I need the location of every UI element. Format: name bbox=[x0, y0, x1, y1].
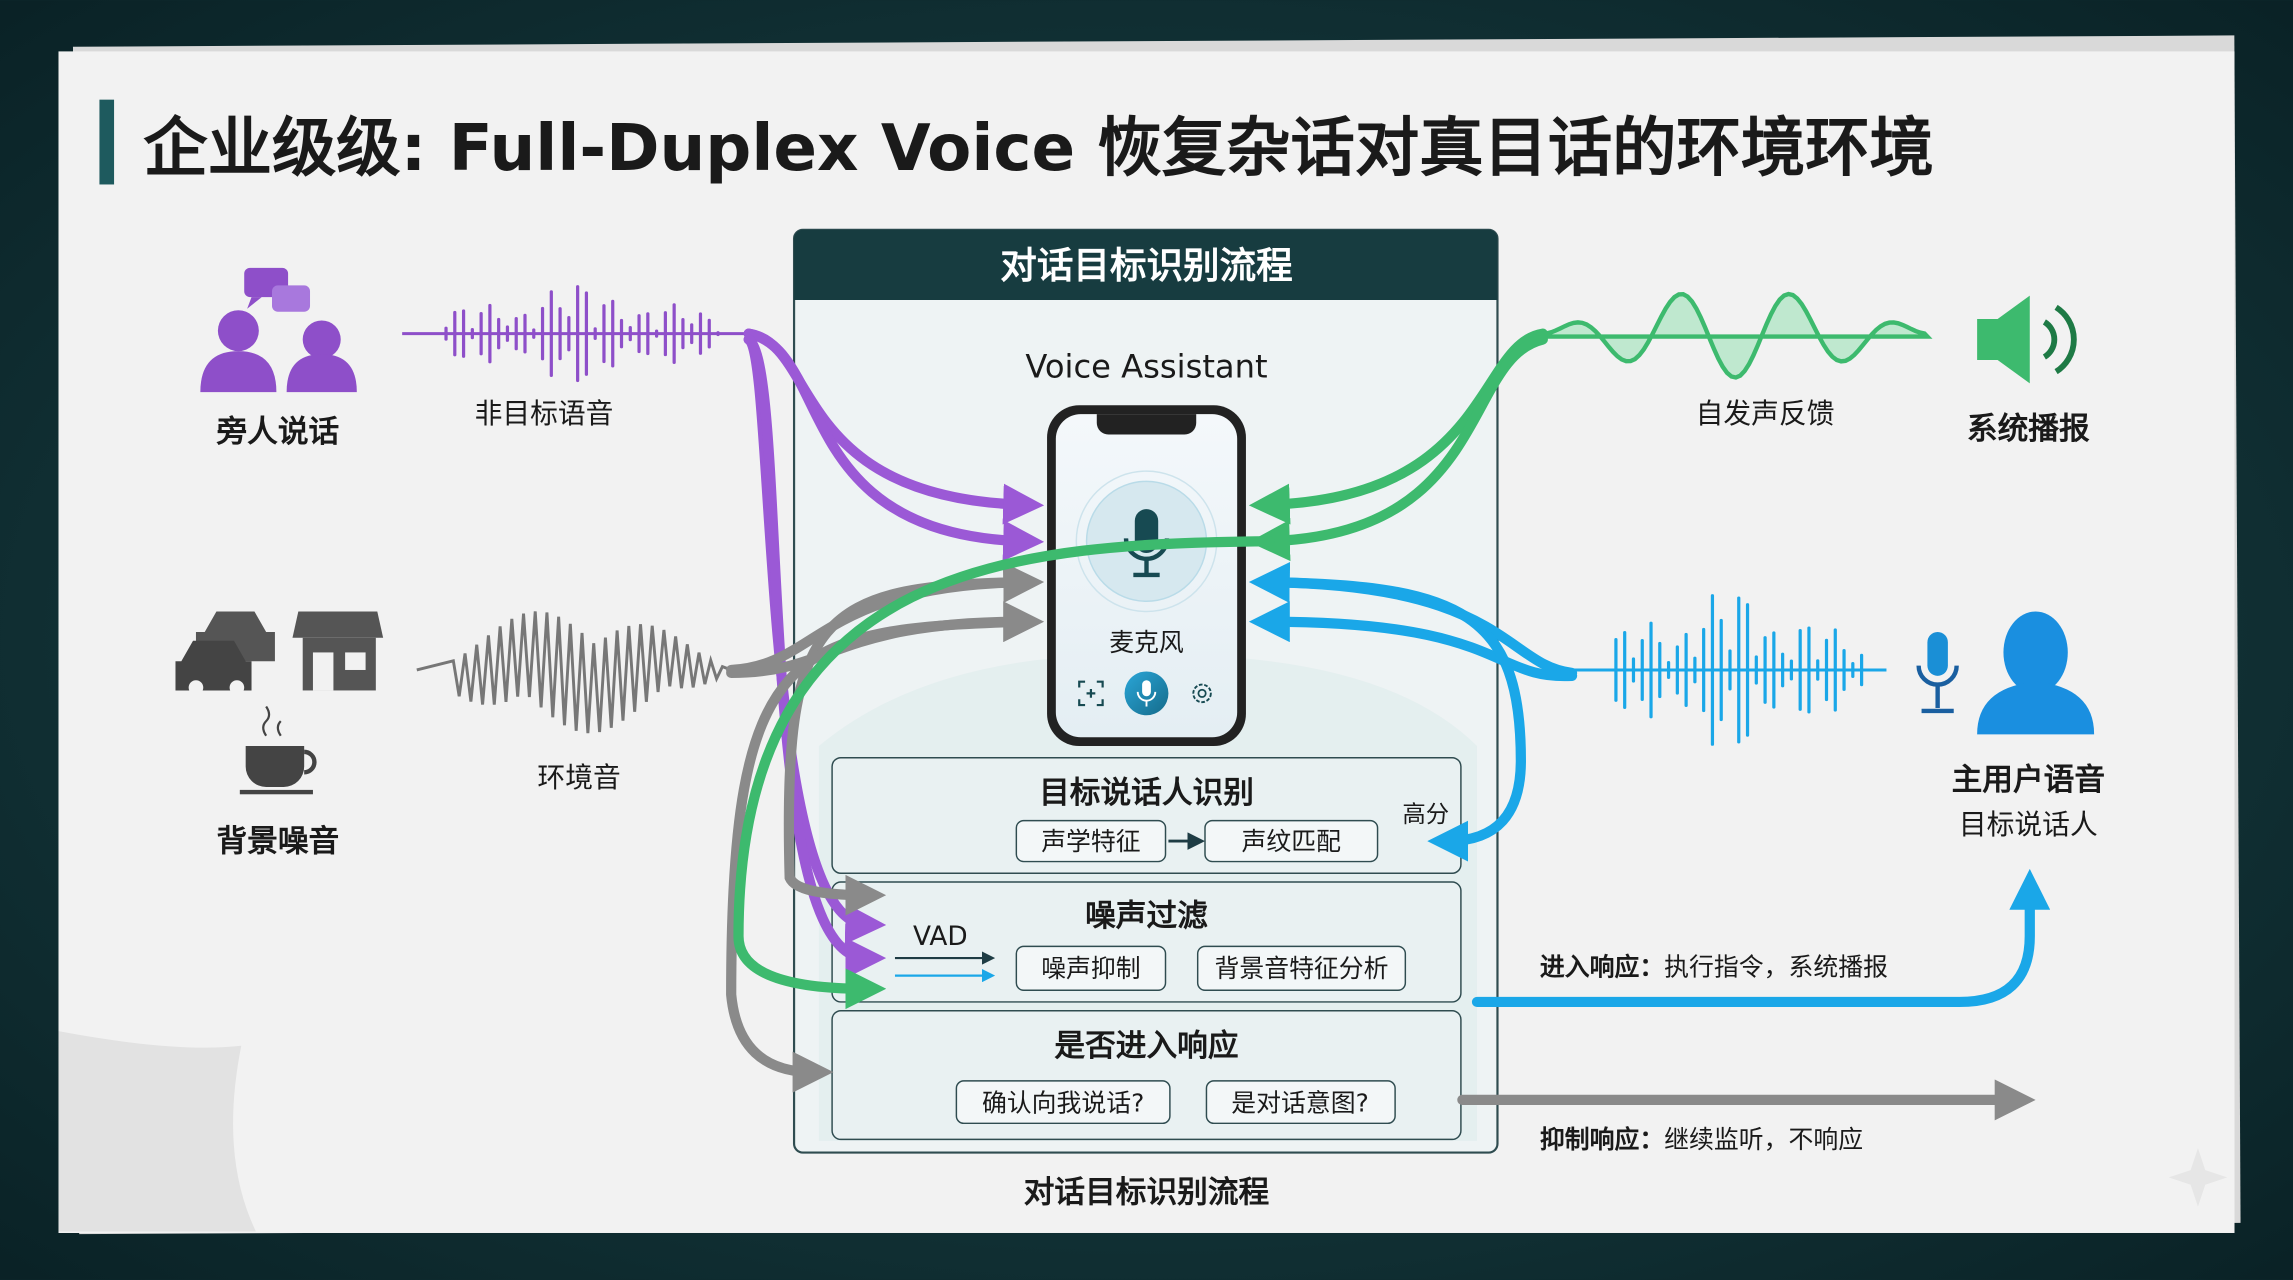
background-noise-label: 背景噪音 bbox=[216, 824, 339, 859]
stage-title: 是否进入响应 bbox=[1054, 1028, 1238, 1064]
non-target-speech-waveform bbox=[402, 285, 749, 383]
system-broadcast-label: 系统播报 bbox=[1967, 412, 2090, 447]
system-filter-arrow bbox=[733, 536, 1275, 1010]
phone-notch bbox=[1096, 414, 1197, 435]
title-accent-bar bbox=[99, 99, 115, 185]
speaker-icon bbox=[1977, 295, 2077, 384]
target-speaker-label: 目标说话人 bbox=[1959, 808, 2098, 841]
non-target-speech-label: 非目标语音 bbox=[475, 397, 614, 430]
main-user-label: 主用户语音 bbox=[1952, 763, 2105, 798]
stage-noise-filter: 噪声过滤 VAD 噪声抑制 背景音特征分析 bbox=[831, 881, 1462, 1003]
stage-item: 是对话意图? bbox=[1231, 1089, 1368, 1118]
voice-assistant-label: Voice Assistant bbox=[1025, 348, 1267, 386]
panel-header-title: 对话目标识别流程 bbox=[1000, 244, 1292, 287]
bystander-label: 旁人说话 bbox=[215, 414, 339, 450]
car-icon bbox=[175, 611, 275, 695]
noise-decision-arrow bbox=[726, 616, 1029, 1093]
self-echo-label: 自发声反馈 bbox=[1696, 397, 1835, 430]
waveforms bbox=[402, 285, 1933, 746]
stage-title: 噪声过滤 bbox=[1085, 899, 1208, 934]
process-panel-header bbox=[794, 229, 1498, 300]
page-title: 企业级级: Full-Duplex Voice 恢复杂话对真目话的环境环境 bbox=[143, 111, 1934, 186]
scan-icon[interactable] bbox=[1078, 680, 1104, 707]
accept-response-arrow bbox=[1471, 868, 2051, 1008]
bystander-people-icon bbox=[200, 267, 357, 393]
user-arrow bbox=[1248, 601, 1578, 682]
accept-response-text: 进入响应：执行指令，系统播报 bbox=[1540, 953, 1888, 982]
vad-label: VAD bbox=[913, 922, 968, 952]
ambient-noise-waveform bbox=[416, 611, 732, 734]
stage-item: 噪声抑制 bbox=[1041, 954, 1140, 983]
bystander-arrow bbox=[743, 328, 1045, 562]
record-mic-icon bbox=[1136, 680, 1157, 707]
coffee-cup-icon bbox=[239, 705, 317, 795]
stage-item: 确认向我说话? bbox=[982, 1089, 1144, 1118]
panel-footer-title: 对话目标识别流程 bbox=[1024, 1175, 1270, 1210]
phone: 麦克风 bbox=[1047, 405, 1246, 747]
flow-arrows bbox=[726, 328, 2051, 1121]
settings-gear-icon[interactable] bbox=[1192, 683, 1212, 704]
stage-response-decision: 是否进入响应 确认向我说话? 是对话意图? bbox=[831, 1009, 1462, 1141]
mic-label: 麦克风 bbox=[1109, 628, 1184, 657]
sparkle-icon bbox=[2168, 1148, 2228, 1207]
stage-speaker-identification: 目标说话人识别 声学特征 声纹匹配 高分 bbox=[831, 756, 1462, 874]
noise-filter-arrow bbox=[783, 577, 1029, 916]
stage-item: 背景音特征分析 bbox=[1214, 954, 1388, 983]
page-curl bbox=[58, 1031, 256, 1232]
user-identify-arrow bbox=[1264, 577, 1526, 862]
stage-item: 声学特征 bbox=[1041, 827, 1140, 856]
system-arrow bbox=[1248, 334, 1548, 562]
user-mic-icon bbox=[1916, 631, 1959, 714]
reject-response-text: 抑制响应：继续监听，不响应 bbox=[1540, 1125, 1863, 1154]
stage-title: 目标说话人识别 bbox=[1039, 776, 1254, 811]
high-score-label: 高分 bbox=[1402, 800, 1449, 828]
user-speech-waveform bbox=[1572, 594, 1887, 746]
stage-item: 声纹匹配 bbox=[1242, 827, 1342, 856]
self-echo-waveform bbox=[1540, 291, 1933, 380]
store-icon bbox=[292, 611, 384, 691]
main-user-icon bbox=[1977, 611, 2095, 735]
ambient-sound-label: 环境音 bbox=[537, 761, 620, 794]
